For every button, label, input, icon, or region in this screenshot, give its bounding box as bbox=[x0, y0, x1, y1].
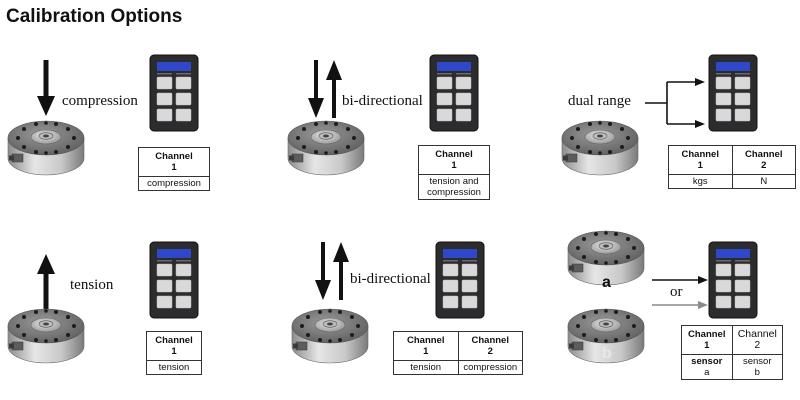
indicator-device-icon bbox=[708, 241, 758, 319]
indicator-device-icon bbox=[708, 54, 758, 132]
load-cell-icon bbox=[561, 120, 639, 176]
panel-6-label: or bbox=[670, 284, 683, 300]
panel-1-label: compression bbox=[62, 93, 138, 109]
channel-value: tension bbox=[146, 360, 202, 375]
panel-2-label: bi-directional bbox=[342, 93, 423, 109]
channel-value: compression bbox=[457, 360, 523, 375]
indicator-device-icon bbox=[435, 241, 485, 319]
panel-4-label: tension bbox=[70, 277, 114, 293]
sensor-label-b: b bbox=[602, 345, 612, 362]
bidirectional-arrows-icon bbox=[308, 60, 342, 118]
bidirectional-arrows-icon bbox=[315, 242, 349, 300]
tension-arrow-icon bbox=[37, 254, 55, 312]
sensor-arrows-icon bbox=[652, 276, 708, 309]
channel-value: tension and compression bbox=[418, 174, 490, 200]
load-cell-icon bbox=[7, 120, 85, 176]
load-cell-icon bbox=[287, 120, 365, 176]
load-cell-icon bbox=[7, 308, 85, 364]
compression-arrow-icon bbox=[37, 60, 55, 116]
indicator-device-icon bbox=[429, 54, 479, 132]
channel-value: tension bbox=[393, 360, 459, 375]
sensor-label-a: a bbox=[602, 274, 611, 291]
indicator-device-icon bbox=[149, 241, 199, 319]
panel-3-label: dual range bbox=[568, 93, 631, 109]
page-title: Calibration Options bbox=[6, 6, 183, 27]
channel-value: kgs bbox=[668, 174, 733, 189]
panel-5-label: bi-directional bbox=[350, 271, 431, 287]
indicator-device-icon bbox=[149, 54, 199, 132]
split-arrow-icon bbox=[645, 78, 705, 128]
load-cell-icon bbox=[291, 308, 369, 364]
channel-value: compression bbox=[138, 176, 210, 191]
channel-value: N bbox=[731, 174, 796, 189]
